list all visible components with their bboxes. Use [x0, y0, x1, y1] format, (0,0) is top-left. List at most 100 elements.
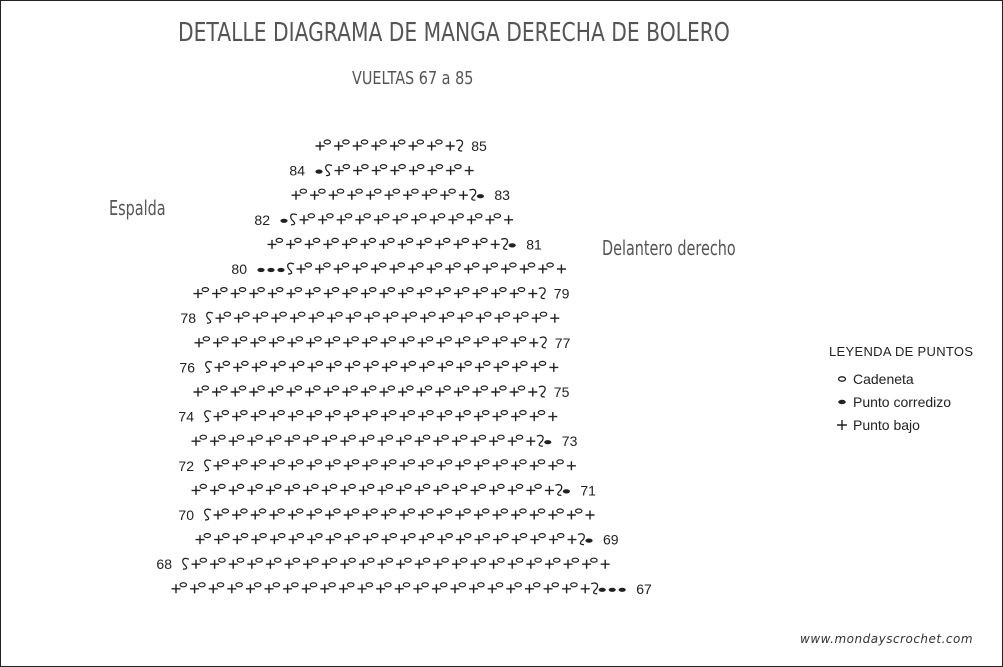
chain-stitch-mark [329, 483, 338, 489]
chain-stitch-mark [370, 410, 378, 416]
single-crochet-mark [328, 190, 338, 200]
single-crochet-mark [489, 559, 499, 569]
single-crochet-mark [379, 387, 389, 397]
single-crochet-mark [232, 461, 242, 471]
chain-stitch-mark [258, 459, 267, 465]
slip-stitch-mark [585, 538, 593, 543]
single-crochet-mark [336, 215, 346, 225]
chain-stitch-mark [387, 385, 396, 391]
chain-stitch-mark [408, 360, 417, 366]
chain-stitch-mark [273, 434, 282, 440]
single-crochet-mark [455, 535, 465, 545]
single-crochet-mark [585, 510, 595, 520]
single-crochet-mark [507, 485, 517, 495]
single-crochet-mark [358, 485, 368, 495]
chain-stitch-mark [404, 483, 412, 489]
chain-stitch-mark [445, 532, 453, 539]
single-crochet-mark [440, 190, 450, 200]
chain-stitch-mark [236, 483, 245, 489]
chain-stitch-mark [390, 311, 399, 317]
single-crochet-mark [426, 264, 436, 274]
single-crochet-mark [307, 535, 317, 545]
single-crochet-mark [249, 387, 259, 397]
single-crochet-mark [352, 264, 362, 274]
chain-stitch-mark [277, 532, 286, 539]
single-crochet-mark [342, 387, 352, 397]
turning-chain-mark [469, 188, 477, 201]
turning-chain-mark [325, 164, 333, 177]
single-crochet-mark [453, 387, 463, 397]
single-crochet-mark [451, 436, 461, 446]
single-crochet-mark [251, 535, 261, 545]
row-number: 77 [555, 335, 571, 351]
chain-stitch-mark [292, 483, 301, 489]
chain-stitch-mark [275, 237, 284, 243]
chain-stitch-mark [385, 434, 394, 440]
row-number: 83 [494, 187, 510, 203]
turning-chain-mark [204, 508, 212, 521]
single-crochet-mark [566, 461, 576, 471]
single-crochet-mark [371, 141, 381, 151]
single-crochet-mark [305, 387, 315, 397]
row-number: 71 [580, 482, 596, 498]
single-crochet-mark [361, 338, 371, 348]
single-crochet-mark [291, 190, 301, 200]
slip-stitch-mark [315, 169, 323, 174]
single-crochet-mark [526, 485, 536, 495]
single-crochet-mark [491, 387, 501, 397]
chain-stitch-mark [335, 311, 343, 317]
single-crochet-mark [230, 387, 240, 397]
chain-stitch-mark [240, 532, 249, 539]
chain-stitch-mark [294, 237, 302, 243]
single-crochet-mark [390, 166, 400, 176]
single-crochet-mark [323, 289, 333, 299]
single-crochet-mark [287, 510, 297, 520]
single-crochet-mark [445, 141, 455, 151]
single-crochet-mark [528, 289, 538, 299]
chain-stitch-mark [481, 410, 490, 416]
single-crochet-mark [213, 461, 223, 471]
chain-stitch-mark [422, 483, 431, 489]
chain-stitch-mark [439, 582, 448, 588]
chain-stitch-mark [257, 385, 265, 391]
single-crochet-mark [399, 461, 409, 471]
turning-chain-mark [539, 336, 547, 349]
single-crochet-mark [504, 215, 514, 225]
chain-stitch-mark [366, 557, 375, 563]
single-crochet-mark [342, 289, 352, 299]
chain-stitch-mark [304, 262, 313, 268]
single-crochet-mark [457, 313, 467, 323]
chain-stitch-mark [368, 287, 377, 293]
single-crochet-mark [353, 166, 363, 176]
chain-stitch-mark [570, 582, 578, 588]
chain-stitch-mark [538, 532, 546, 539]
chain-stitch-mark [311, 434, 319, 440]
single-crochet-mark [549, 362, 559, 372]
chain-stitch-mark [556, 532, 565, 539]
single-crochet-mark [548, 510, 558, 520]
chain-stitch-mark [398, 164, 406, 170]
single-crochet-mark [210, 436, 220, 446]
chain-stitch-mark [441, 483, 449, 489]
single-crochet-mark [437, 362, 447, 372]
single-crochet-mark [334, 141, 344, 151]
single-crochet-mark [355, 215, 365, 225]
chain-stitch-mark [179, 582, 188, 588]
chain-stitch-mark [333, 508, 341, 514]
single-crochet-mark [492, 338, 502, 348]
single-crochet-mark [382, 313, 392, 323]
chain-stitch-mark [407, 459, 416, 465]
single-crochet-mark [433, 485, 443, 495]
single-crochet-mark [250, 461, 260, 471]
single-crochet-mark [550, 313, 560, 323]
single-crochet-mark [401, 313, 411, 323]
chain-stitch-mark [442, 237, 451, 243]
single-crochet-mark [334, 166, 344, 176]
single-crochet-mark [362, 412, 372, 422]
single-crochet-mark [458, 190, 468, 200]
chain-stitch-mark [427, 360, 435, 366]
legend-label-chain: Cadeneta [853, 370, 914, 387]
single-crochet-mark [269, 461, 279, 471]
single-crochet-mark [438, 313, 448, 323]
single-crochet-mark [269, 412, 279, 422]
